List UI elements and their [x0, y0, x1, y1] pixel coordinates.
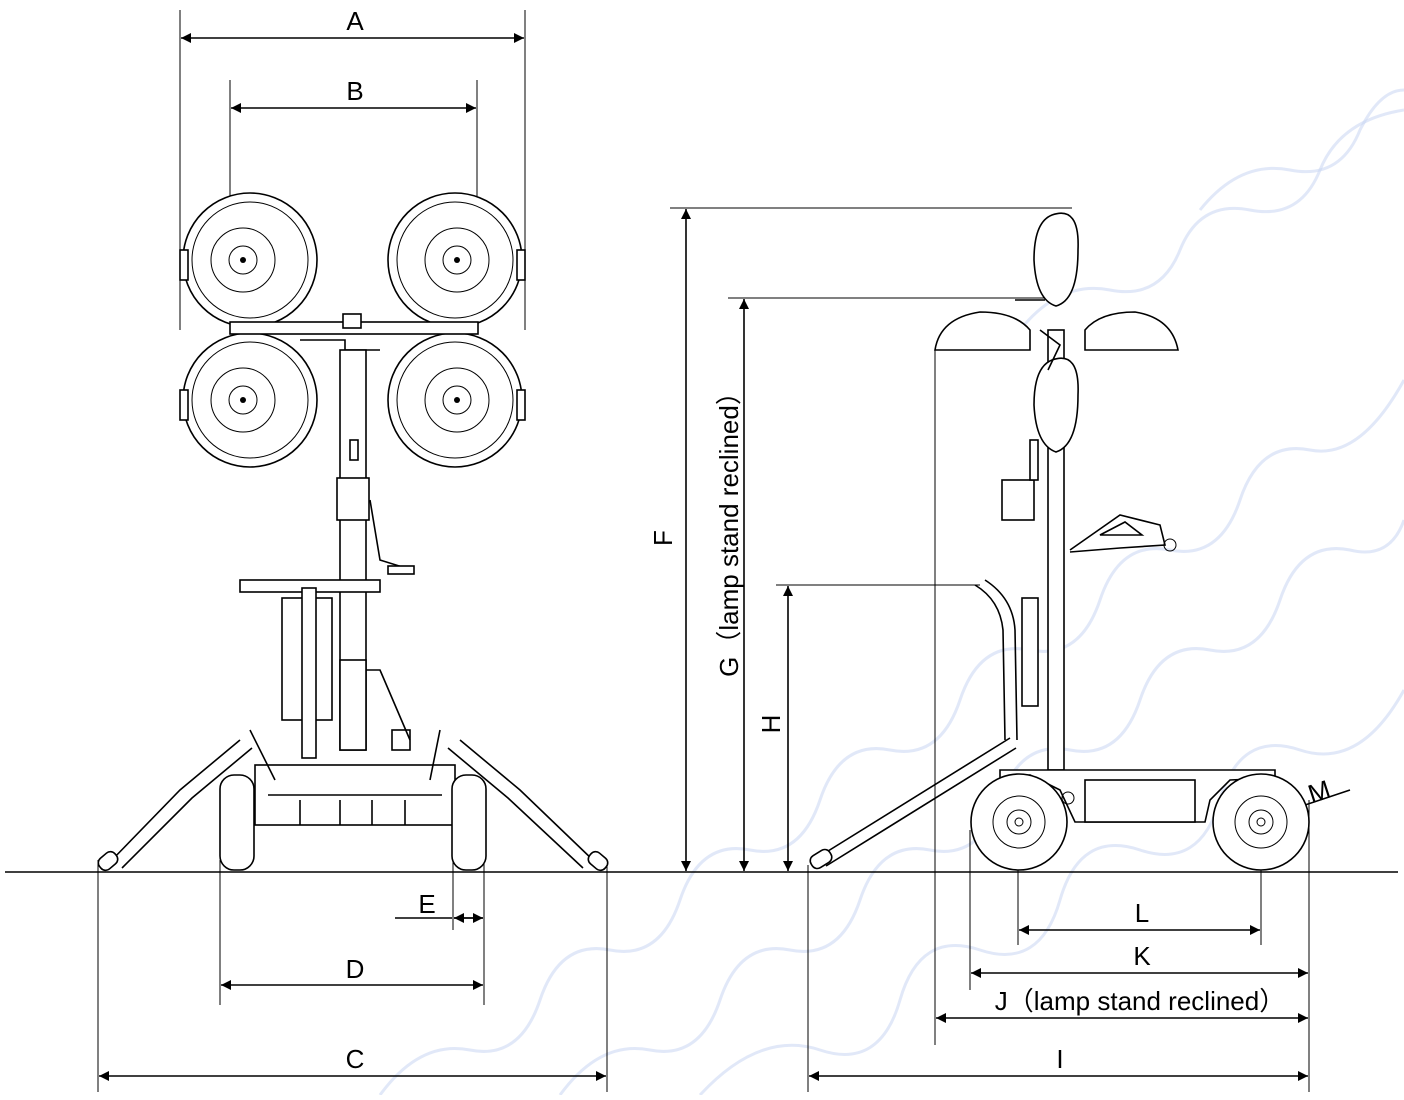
label-f: F: [648, 530, 678, 546]
front-lamp-cluster: [179, 192, 526, 468]
side-outrigger: [809, 737, 1017, 870]
label-d: D: [346, 954, 365, 984]
front-mast: [336, 349, 415, 751]
label-i: I: [1056, 1044, 1063, 1074]
front-outriggers: [97, 729, 609, 872]
front-frame: [239, 579, 456, 826]
side-wheel-rear: [970, 773, 1068, 871]
label-l: L: [1135, 898, 1149, 928]
label-b: B: [346, 76, 363, 106]
side-mast: [1001, 329, 1177, 771]
label-c: C: [346, 1044, 365, 1074]
label-a: A: [346, 6, 364, 36]
label-h: H: [756, 715, 786, 734]
label-j: J（lamp stand reclined）: [995, 986, 1285, 1016]
side-lamp-heads: [934, 212, 1179, 453]
label-k: K: [1133, 941, 1151, 971]
front-view: A B E D C: [97, 6, 609, 1092]
front-wheel-right: [451, 774, 487, 871]
side-view: F G（lamp stand reclined） H M L K J（lamp …: [648, 207, 1351, 1092]
side-tow-handle: [974, 579, 1018, 741]
side-wheel-front: [1212, 773, 1310, 871]
label-e: E: [418, 889, 435, 919]
watermark-pattern: [378, 88, 1404, 1097]
side-chassis: [999, 769, 1276, 823]
front-wheel-left: [219, 774, 255, 871]
label-g: G（lamp stand reclined）: [714, 379, 744, 677]
